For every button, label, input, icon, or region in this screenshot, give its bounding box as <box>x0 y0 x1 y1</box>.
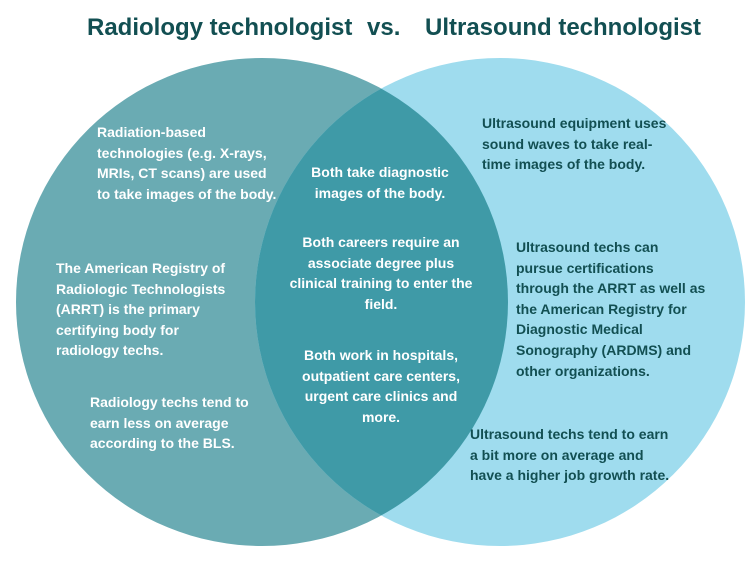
shared-imaging-text: Both take diagnostic images of the body. <box>311 164 449 201</box>
ultrasound-certification-text: Ultrasound techs can pursue certificatio… <box>516 239 706 379</box>
radiology-title: Radiology technologist <box>87 14 353 41</box>
radiology-imaging-text: Radiation-based technologies (e.g. X-ray… <box>97 124 277 202</box>
ultrasound-imaging-text: Ultrasound equipment uses sound waves to… <box>482 115 667 173</box>
vs-label: vs. <box>367 14 401 41</box>
ultrasound-title: Ultrasound technologist <box>425 14 701 41</box>
shared-education-text: Both careers require an associate degree… <box>289 234 473 312</box>
overlap-region <box>255 58 508 546</box>
ultrasound-earnings-text: Ultrasound techs tend to earn a bit more… <box>470 426 670 484</box>
radiology-earnings-text: Radiology techs tend to earn less on ave… <box>90 394 249 452</box>
shared-workplaces-text: Both work in hospitals, outpatient care … <box>302 347 460 425</box>
radiology-certification-text: The American Registry of Radiologic Tech… <box>56 260 226 359</box>
